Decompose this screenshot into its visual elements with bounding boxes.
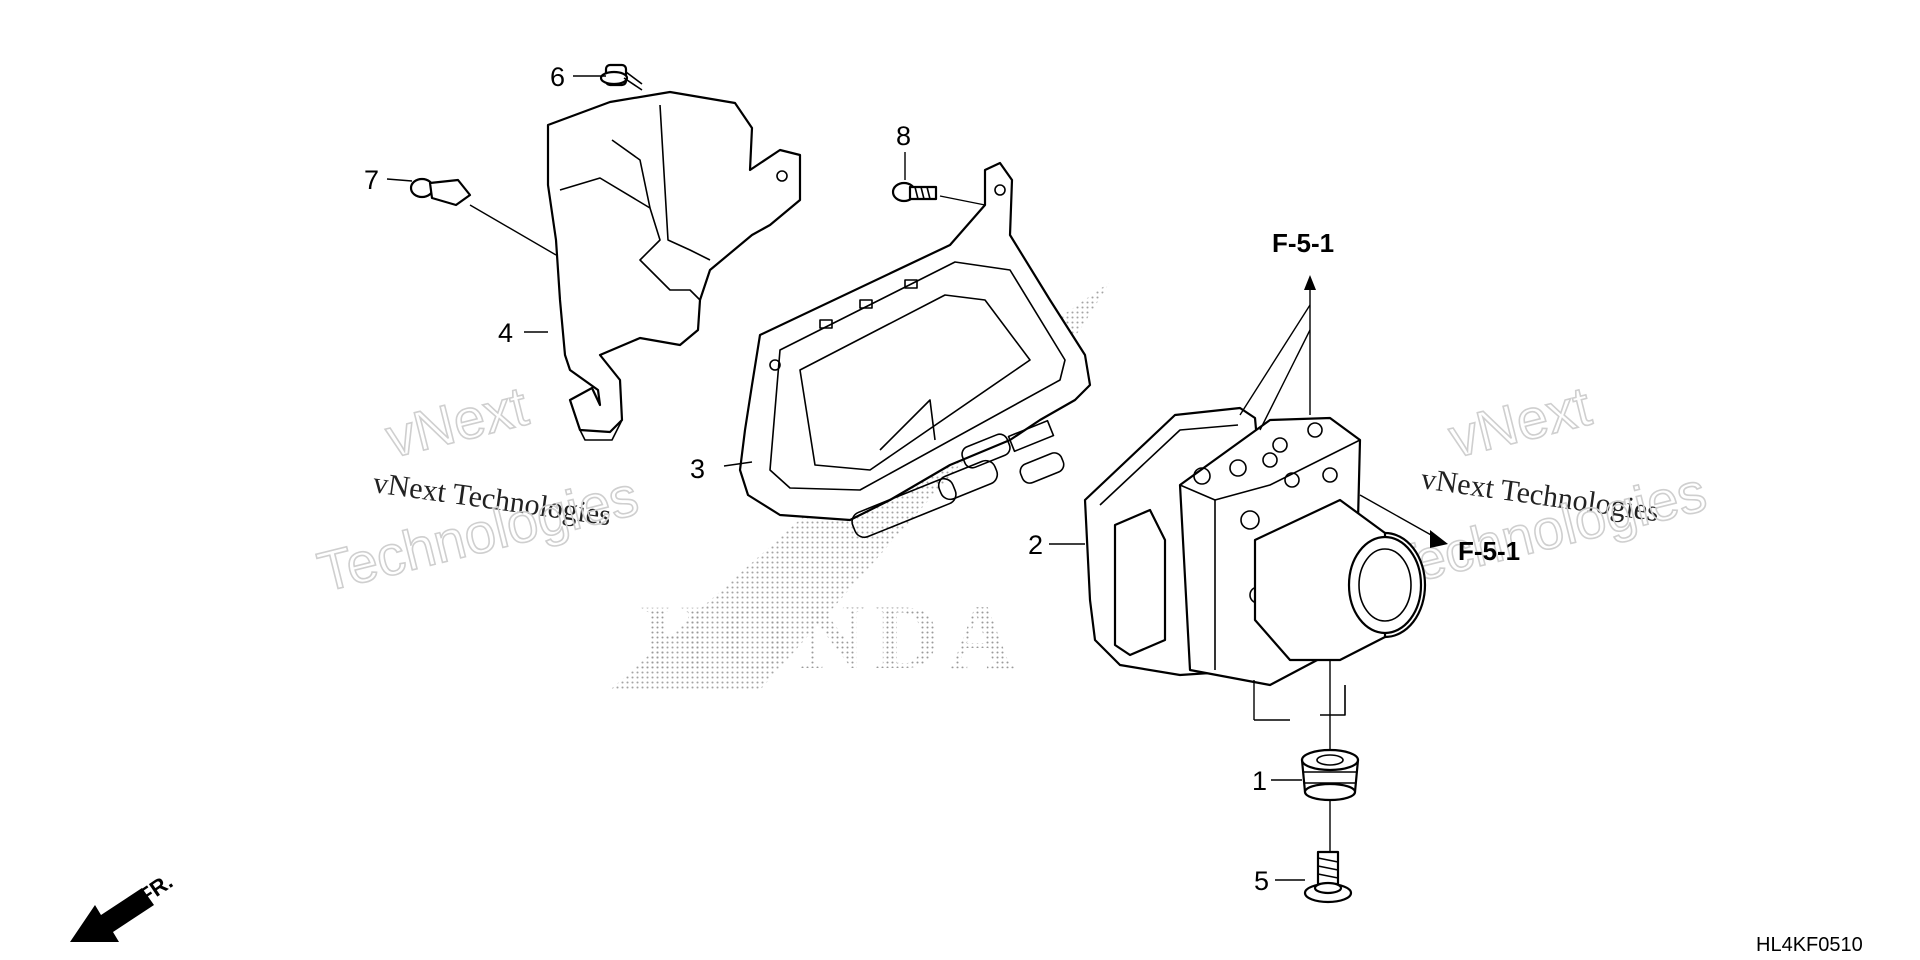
part-1-grommet[interactable] xyxy=(1300,748,1360,802)
callout-numbers: 1 2 3 4 5 6 7 8 xyxy=(364,62,1269,896)
watermark-right-line0: vNext xyxy=(1443,374,1598,470)
part-4-cover[interactable] xyxy=(546,90,802,441)
diagram-code: HL4KF0510 xyxy=(1756,934,1863,956)
part-6-bolt[interactable] xyxy=(599,63,643,91)
callout-5[interactable]: 5 xyxy=(1254,866,1269,896)
brand-watermark-text: HONDA xyxy=(640,586,1022,688)
callout-3[interactable]: 3 xyxy=(690,454,705,484)
part-3-bracket[interactable] xyxy=(738,161,1092,540)
part-7-clip[interactable] xyxy=(409,177,472,207)
watermark-right: vNext vNext Technologies Technologies xyxy=(1379,373,1713,600)
front-direction-indicator: FR. xyxy=(70,869,177,942)
leader-lines xyxy=(386,75,1448,881)
callout-7[interactable]: 7 xyxy=(364,165,379,195)
callout-2[interactable]: 2 xyxy=(1028,530,1043,560)
part-8-bolt[interactable] xyxy=(891,181,938,203)
callout-4[interactable]: 4 xyxy=(498,318,513,348)
callout-8[interactable]: 8 xyxy=(896,121,911,151)
part-5-bolt[interactable] xyxy=(1303,850,1353,904)
watermark-left-line0: vNext xyxy=(380,374,535,470)
reference-top[interactable]: F-5-1 xyxy=(1272,228,1334,258)
part-2-modulator[interactable] xyxy=(1083,406,1427,716)
callout-6[interactable]: 6 xyxy=(550,62,565,92)
callout-1[interactable]: 1 xyxy=(1252,766,1267,796)
reference-right[interactable]: F-5-1 xyxy=(1458,536,1520,566)
front-arrow-icon xyxy=(70,888,154,942)
